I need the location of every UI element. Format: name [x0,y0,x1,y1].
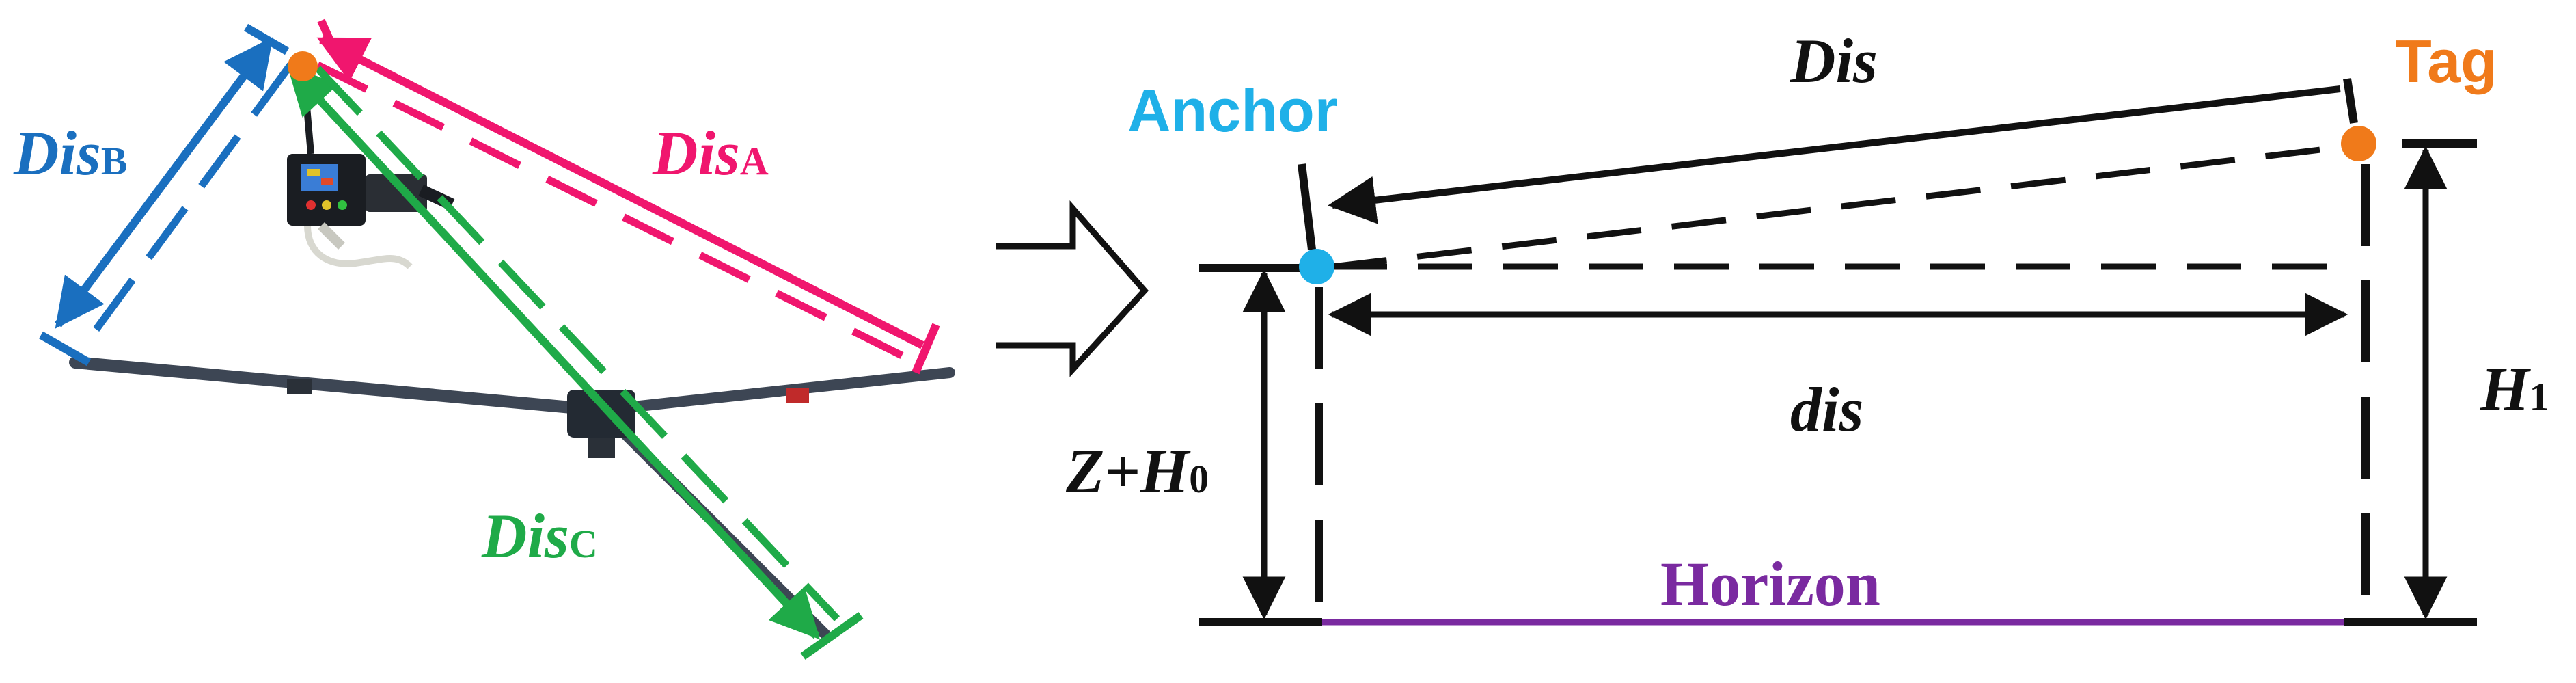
anchor-label: Anchor [1127,77,1338,144]
hollow-arrow-icon [996,200,1149,377]
tag-label: Tag [2395,27,2497,95]
h1-label: H1 [2480,354,2549,424]
dis-lower-label: dis [1790,375,1863,444]
dis-label: Dis [1790,26,1878,96]
dis-c-lines [287,64,864,660]
dis-b-label: DisB [13,118,128,188]
tag-dot-icon [288,51,318,81]
dis-b-lines [39,23,294,366]
tag-dot-icon-right [2341,126,2376,161]
geometry-diagram [1199,78,2477,626]
z-h0-label: Z+H0 [1065,436,1209,506]
dis-c-label: DisC [481,501,598,571]
dis-a-label: DisA [652,118,769,188]
anchor-dot-icon [1299,249,1334,284]
horizon-label: Horizon [1660,549,1880,619]
